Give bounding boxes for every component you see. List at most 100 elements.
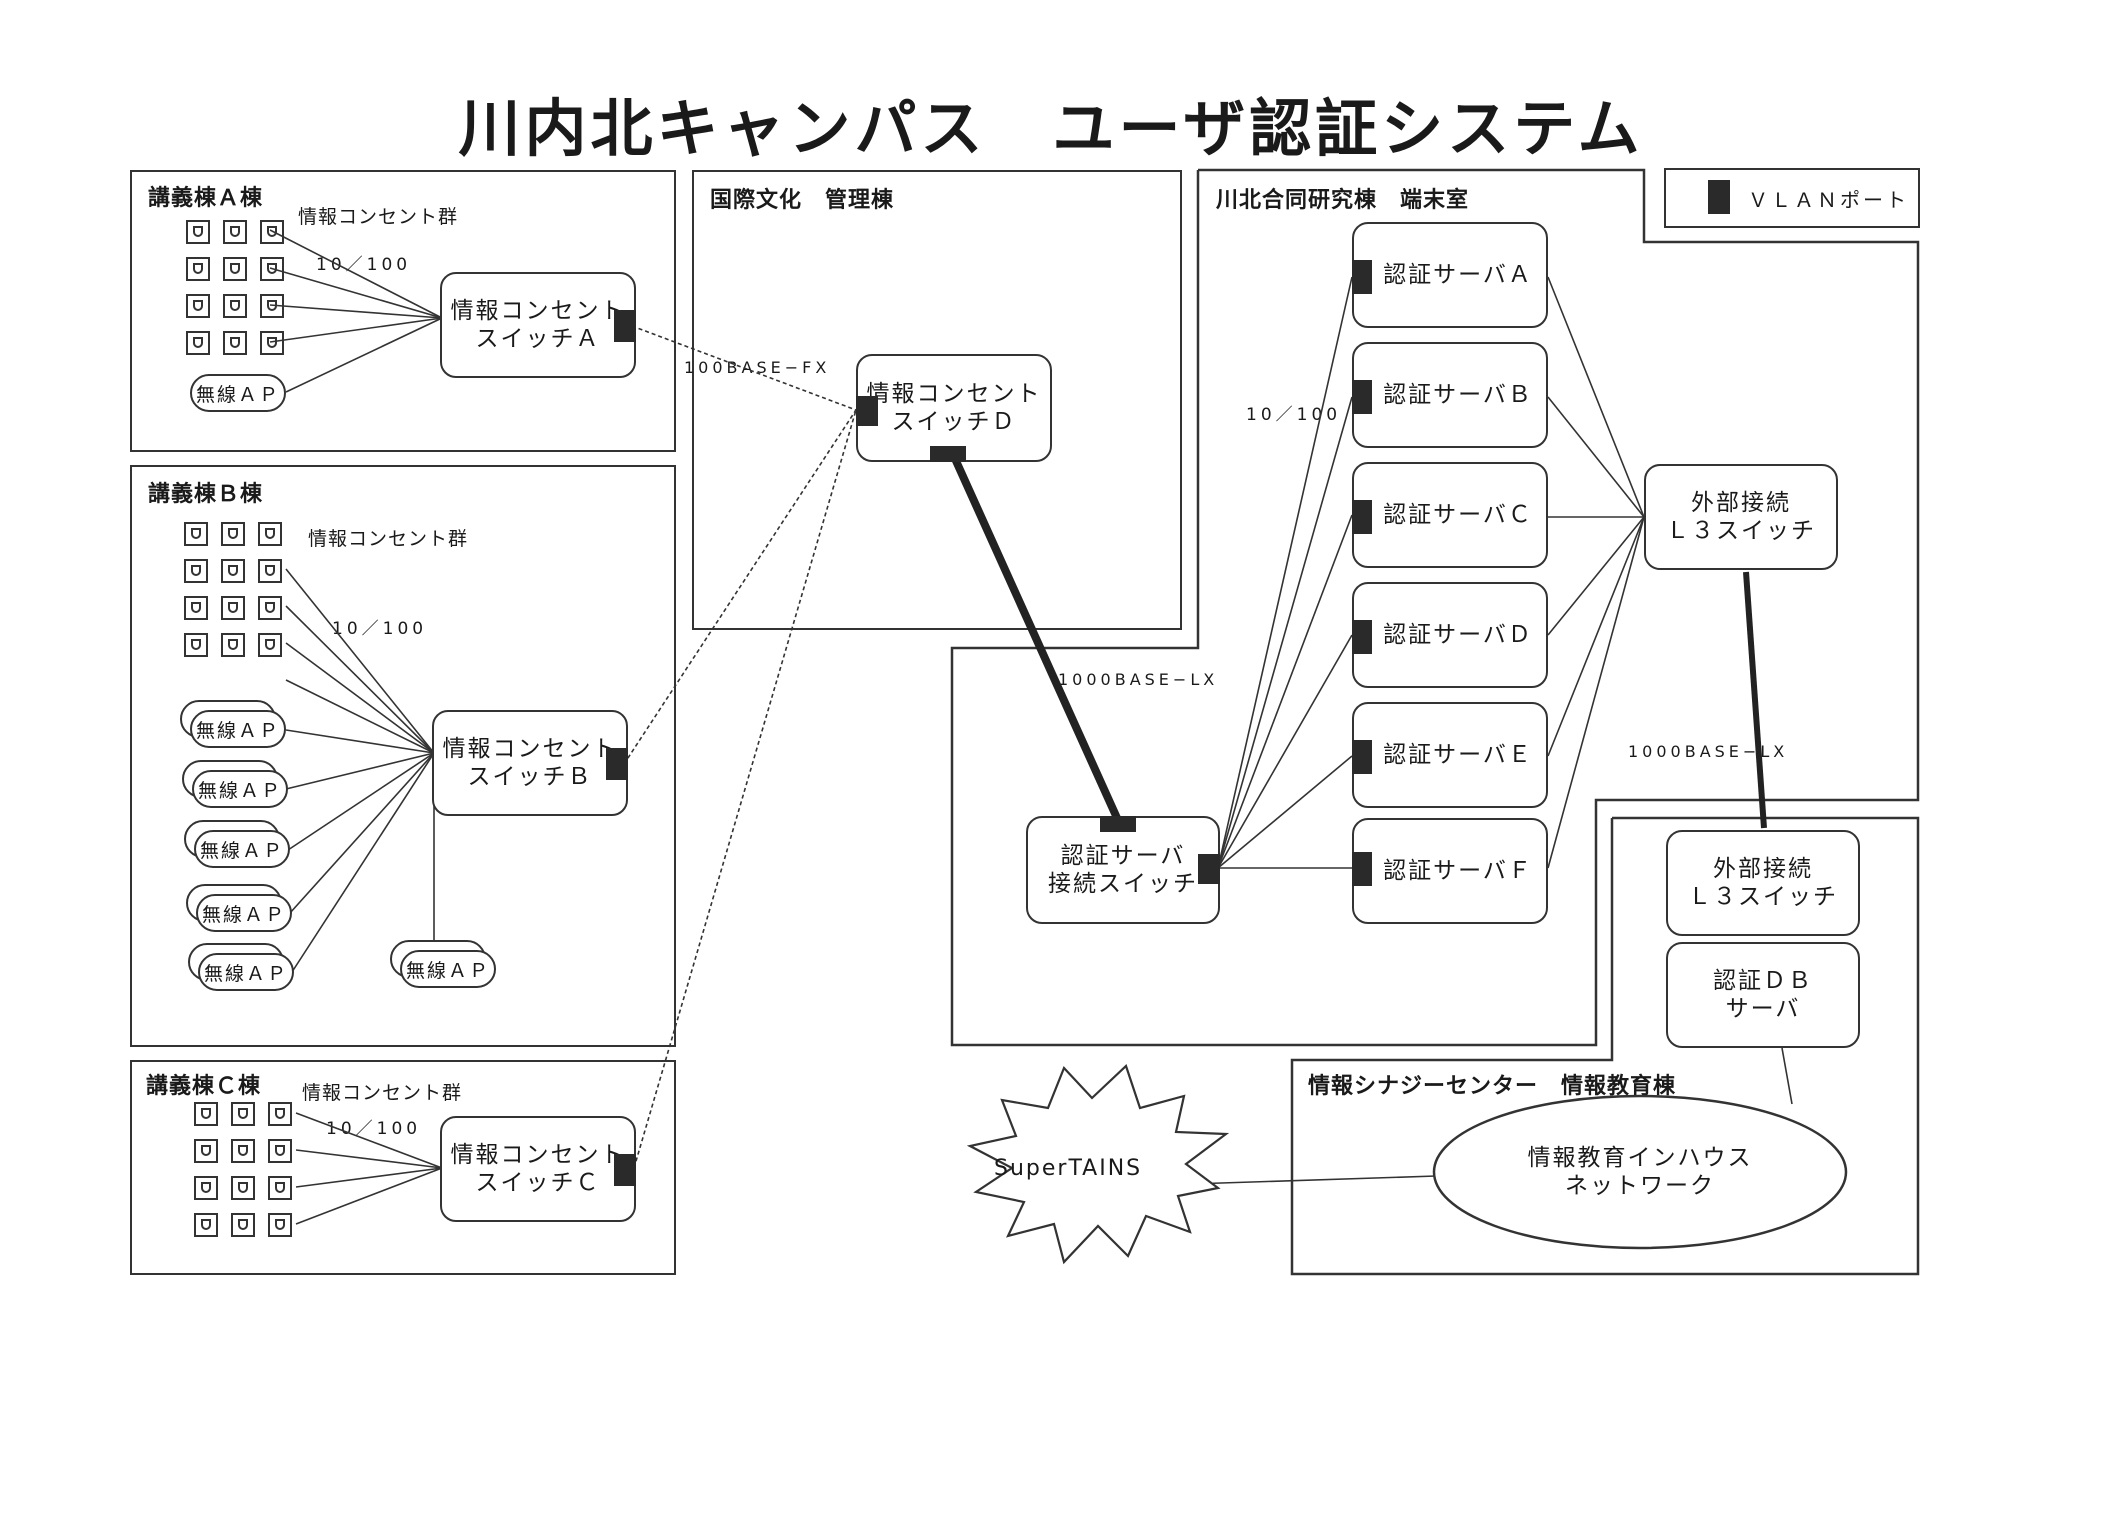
link-label-lx-2: 1000BASE−LX — [1628, 742, 1789, 761]
outlet-icon — [221, 559, 245, 583]
link-label-fx: 100BASE−FX — [684, 358, 831, 377]
outlet-icon — [223, 220, 247, 244]
fx-links — [623, 325, 857, 1169]
supertains-burst — [966, 1064, 1230, 1265]
outlet-icon — [260, 257, 284, 281]
speed-label-a: 10／100 — [316, 255, 412, 275]
outlet-icon — [231, 1102, 255, 1126]
outlet-icon — [231, 1176, 255, 1200]
vlan-port — [930, 446, 966, 462]
lx-link-l3 — [1743, 571, 1767, 829]
area-label-lecture-b: 講義棟Ｂ棟 — [148, 482, 264, 507]
outlet-icon — [221, 596, 245, 620]
auth-server-a: 認証サーバＡ — [1352, 222, 1548, 328]
switch-a: 情報コンセント スイッチＡ — [440, 272, 636, 378]
lx-link-d-to-auth — [948, 450, 1121, 820]
speed-label-servers: 10／100 — [1246, 405, 1342, 425]
wireless-ap: 無線ＡＰ — [196, 894, 292, 932]
wireless-ap: 無線ＡＰ — [190, 374, 286, 412]
outlet-icon — [258, 559, 282, 583]
outlet-icon — [221, 633, 245, 657]
outlet-icon — [221, 522, 245, 546]
outlet-icon — [260, 294, 284, 318]
auth-server-b: 認証サーバＢ — [1352, 342, 1548, 448]
switch-d: 情報コンセント スイッチＤ — [856, 354, 1052, 462]
outlet-icon — [268, 1139, 292, 1163]
vlan-port — [1198, 854, 1220, 884]
wireless-ap: 無線ＡＰ — [198, 953, 294, 991]
auth-server-switch: 認証サーバ 接続スイッチ — [1026, 816, 1220, 924]
outlet-icon — [268, 1213, 292, 1237]
outlet-icon — [258, 596, 282, 620]
outlet-icon — [184, 596, 208, 620]
outlet-icon — [231, 1139, 255, 1163]
vlan-port — [1352, 852, 1372, 886]
external-l3-switch-lower: 外部接続 Ｌ３スイッチ — [1666, 830, 1860, 936]
vlan-port — [1352, 500, 1372, 534]
outlet-group-label-c: 情報コンセント群 — [302, 1082, 463, 1104]
auth-server-c: 認証サーバＣ — [1352, 462, 1548, 568]
outlet-icon — [184, 633, 208, 657]
outlet-icon — [194, 1139, 218, 1163]
outlet-group-label-b: 情報コンセント群 — [308, 528, 469, 550]
area-synergy-outline — [1290, 816, 1920, 1276]
area-label-kokusai: 国際文化 管理棟 — [710, 188, 895, 213]
outlet-icon — [260, 331, 284, 355]
vlan-port — [1352, 740, 1372, 774]
outlet-icon — [231, 1213, 255, 1237]
outlet-icon — [194, 1176, 218, 1200]
outlet-icon — [194, 1102, 218, 1126]
outlet-icon — [260, 220, 284, 244]
vlan-port — [606, 748, 628, 780]
auth-server-e: 認証サーバＥ — [1352, 702, 1548, 808]
area-label-kawakita: 川北合同研究棟 端末室 — [1216, 188, 1470, 213]
wireless-ap: 無線ＡＰ — [194, 830, 290, 868]
area-label-synergy: 情報シナジーセンター 情報教育棟 — [1308, 1074, 1677, 1099]
outlet-links-c — [295, 1112, 443, 1225]
outlet-links-a — [269, 229, 443, 393]
area-kawakita-outline — [950, 168, 1920, 1047]
area-label-lecture-a: 講義棟Ａ棟 — [148, 186, 264, 211]
vlan-port — [1352, 260, 1372, 294]
speed-label-b: 10／100 — [332, 619, 428, 639]
outlet-icon — [223, 331, 247, 355]
outlet-icon — [223, 257, 247, 281]
supertains-label: SuperTAINS — [994, 1156, 1143, 1181]
auth-db-server: 認証ＤＢ サーバ — [1666, 942, 1860, 1048]
outlet-icon — [258, 633, 282, 657]
inhouse-network: 情報教育インハウス ネットワーク — [1527, 1145, 1753, 1199]
outlet-icon — [186, 257, 210, 281]
outlet-icon — [186, 220, 210, 244]
page-title: 川内北キャンパス ユーザ認証システム — [458, 92, 1644, 165]
external-l3-switch-upper: 外部接続 Ｌ３スイッチ — [1644, 464, 1838, 570]
vlan-port — [1352, 380, 1372, 414]
outlet-icon — [268, 1102, 292, 1126]
legend-port-icon — [1708, 180, 1730, 214]
speed-label-c: 10／100 — [326, 1119, 422, 1139]
outlet-group-label-a: 情報コンセント群 — [298, 206, 459, 228]
outlet-icon — [268, 1176, 292, 1200]
outlet-links-b — [285, 568, 435, 973]
outlet-icon — [184, 522, 208, 546]
outlet-icon — [194, 1213, 218, 1237]
outlet-icon — [186, 294, 210, 318]
vlan-port — [1100, 816, 1136, 832]
outlet-icon — [258, 522, 282, 546]
auth-server-f: 認証サーバＦ — [1352, 818, 1548, 924]
link-label-lx-1: 1000BASE−LX — [1058, 670, 1219, 689]
outlet-icon — [184, 559, 208, 583]
legend-box — [1664, 168, 1920, 228]
area-label-lecture-c: 講義棟Ｃ棟 — [146, 1074, 262, 1099]
wireless-ap: 無線ＡＰ — [190, 710, 286, 748]
vlan-port — [1352, 620, 1372, 654]
wireless-ap: 無線ＡＰ — [192, 770, 288, 808]
vlan-port — [614, 1154, 636, 1186]
switch-c: 情報コンセント スイッチＣ — [440, 1116, 636, 1222]
outlet-icon — [223, 294, 247, 318]
vlan-port — [856, 396, 878, 426]
auth-server-d: 認証サーバＤ — [1352, 582, 1548, 688]
inhouse-network-ellipse — [1432, 1094, 1848, 1250]
vlan-port — [614, 310, 636, 342]
wireless-ap: 無線ＡＰ — [400, 950, 496, 988]
